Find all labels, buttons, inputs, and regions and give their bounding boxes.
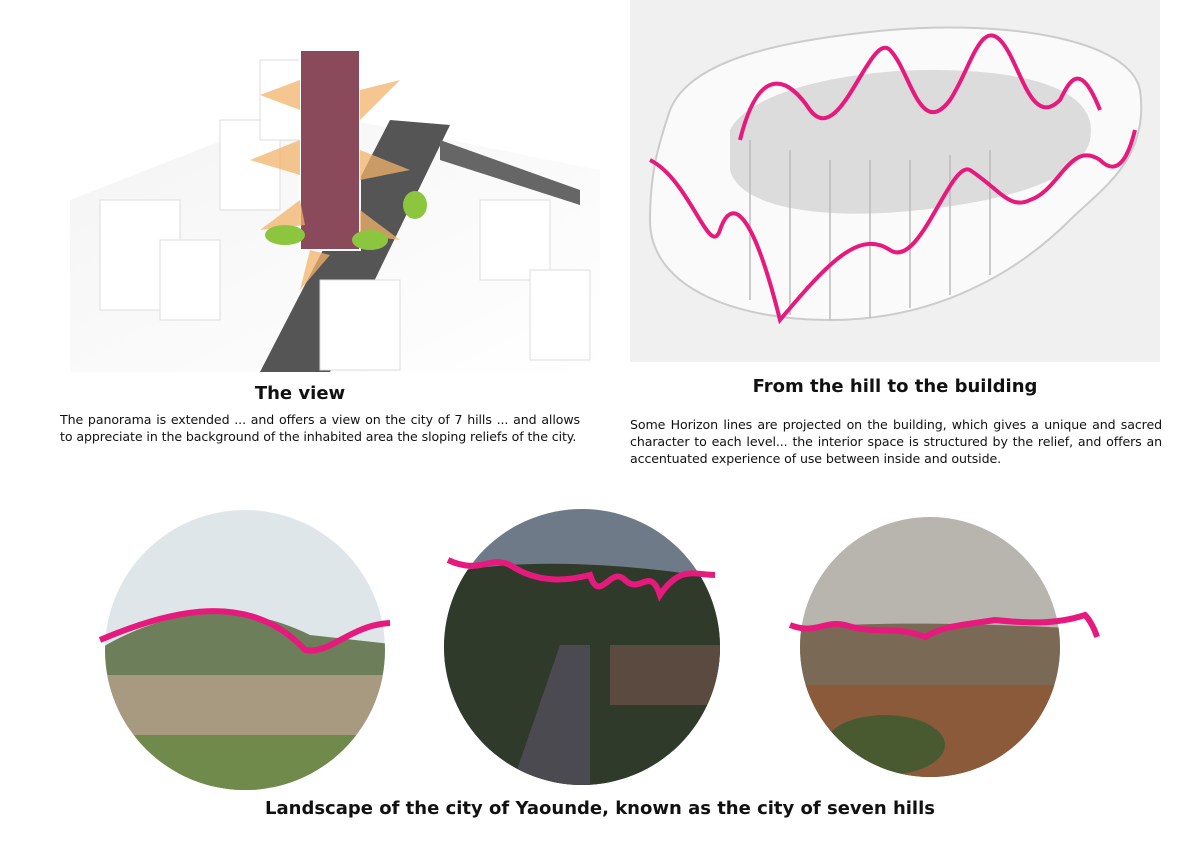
horizon-line [446,557,716,602]
site-view-render [70,49,600,372]
building-render [630,0,1160,362]
horizon-line [98,608,391,654]
view-arrows [250,80,410,290]
left-section-title: The view [254,383,346,404]
landscape-caption: Landscape of the city of Yaounde, known … [265,798,935,819]
left-section-text: The panorama is extended ... and offers … [60,412,580,444]
right-section-title: From the hill to the building [752,376,1038,397]
landscape-photo-2 [444,509,720,785]
right-section-text: Some Horizon lines are projected on the … [630,417,1162,466]
horizon-lines [649,33,1137,325]
landscape-photo-1 [98,510,391,790]
landscape-photo-3 [788,517,1100,777]
tower [299,49,361,251]
horizon-line [788,611,1100,641]
